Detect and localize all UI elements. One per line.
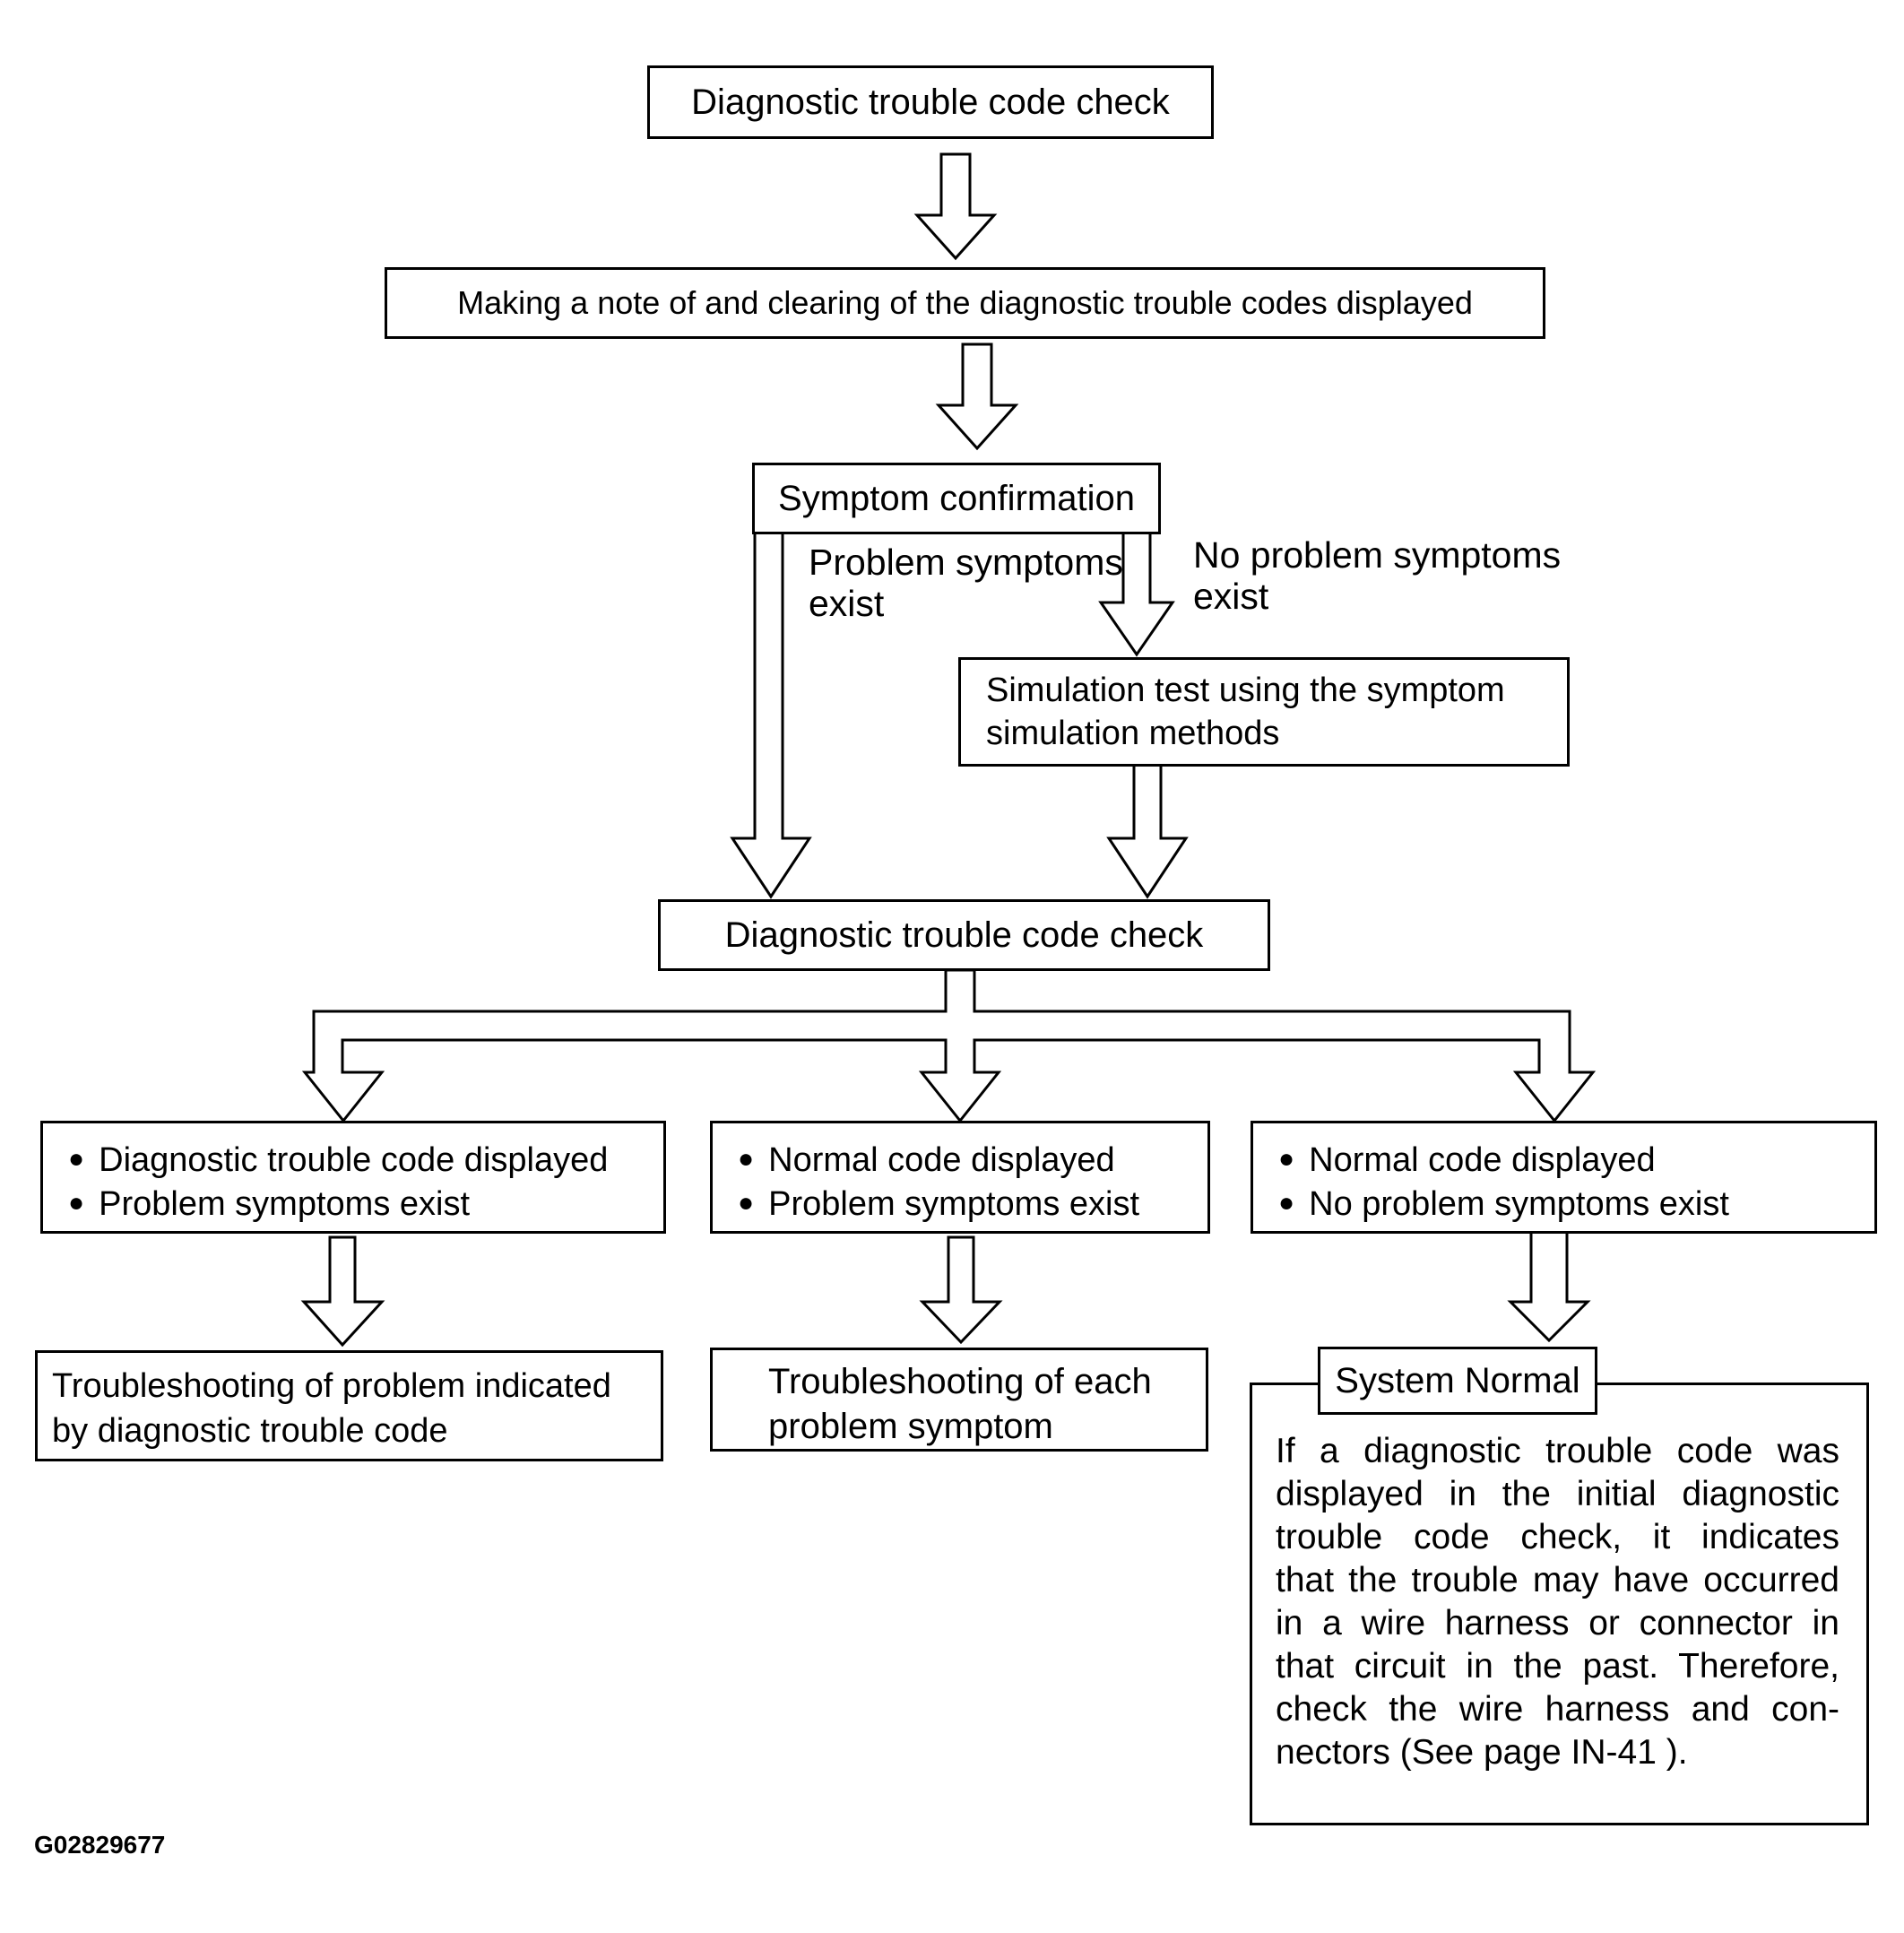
result-label-line: Troubleshooting of each bbox=[768, 1362, 1152, 1401]
step-label: Diagnostic trouble code check bbox=[724, 915, 1204, 955]
edge-label-problem-symptoms-exist: Problem symptoms exist bbox=[809, 542, 1123, 624]
result-troubleshoot-by-code: Troubleshooting of problem indicated by … bbox=[35, 1350, 663, 1461]
step-label: Diagnostic trouble code check bbox=[691, 82, 1170, 122]
edge-label-no-problem-symptoms-exist: No problem symptoms exist bbox=[1193, 534, 1561, 617]
arrow-outcome-middle-to-result bbox=[919, 1235, 1003, 1345]
arrow-outcome-left-to-result bbox=[300, 1235, 385, 1348]
result-label-line: Troubleshooting of problem indicated bbox=[52, 1367, 611, 1405]
bullet-icon: ● bbox=[68, 1144, 85, 1174]
bullet-icon: ● bbox=[1278, 1144, 1295, 1174]
edge-label-line: No problem symptoms bbox=[1193, 534, 1562, 576]
outcome-normal-code-no-symptoms: ● Normal code displayed ● No problem sym… bbox=[1251, 1121, 1877, 1234]
outcome-item: ● Normal code displayed bbox=[738, 1140, 1199, 1183]
bullet-icon: ● bbox=[738, 1188, 755, 1218]
note-line: that the trouble may have occurred bbox=[1276, 1561, 1839, 1599]
outcome-code-displayed-symptoms-exist: ● Diagnostic trouble code displayed ● Pr… bbox=[40, 1121, 666, 1234]
step-note-and-clear-codes: Making a note of and clearing of the dia… bbox=[385, 267, 1545, 339]
outcome-item: ● Problem symptoms exist bbox=[738, 1183, 1199, 1227]
step-symptom-confirmation: Symptom confirmation bbox=[752, 463, 1161, 534]
result-troubleshoot-each-symptom: Troubleshooting of each problem symptom bbox=[710, 1348, 1208, 1452]
note-line: check the wire harness and con- bbox=[1276, 1690, 1839, 1729]
arrow-step1-to-step2 bbox=[913, 152, 998, 261]
arrow-outcome-right-to-system-normal bbox=[1507, 1223, 1591, 1343]
bullet-icon: ● bbox=[738, 1144, 755, 1174]
step-diagnostic-code-check-1: Diagnostic trouble code check bbox=[647, 65, 1214, 139]
step-label: Symptom confirmation bbox=[778, 479, 1135, 518]
outcome-item-label: Problem symptoms exist bbox=[768, 1185, 1140, 1223]
outcome-item: ● Normal code displayed bbox=[1278, 1140, 1865, 1183]
outcome-item: ● Diagnostic trouble code displayed bbox=[68, 1140, 654, 1183]
step-simulation-test: Simulation test using the symptom simula… bbox=[958, 657, 1570, 767]
arrow-no-problem-to-simulation bbox=[1098, 531, 1175, 657]
arrow-step2-to-step3 bbox=[935, 342, 1019, 451]
connector-three-way-split bbox=[301, 968, 1597, 1123]
result-label-line: problem symptom bbox=[768, 1407, 1053, 1446]
outcome-item-label: Problem symptoms exist bbox=[99, 1185, 471, 1223]
note-line: that circuit in the past. Therefore, bbox=[1276, 1647, 1839, 1686]
outcome-item-label: Diagnostic trouble code displayed bbox=[99, 1141, 609, 1179]
bullet-icon: ● bbox=[68, 1188, 85, 1218]
edge-label-line: Problem symptoms bbox=[809, 542, 1123, 583]
bullet-icon: ● bbox=[1278, 1188, 1295, 1218]
system-normal-note-box: If a diagnostic trouble code was display… bbox=[1250, 1383, 1869, 1825]
result-label-line: by diagnostic trouble code bbox=[52, 1412, 448, 1450]
edge-label-line: exist bbox=[1193, 576, 1269, 617]
outcome-item-label: Normal code displayed bbox=[1309, 1141, 1656, 1179]
note-line: in a wire harness or connector in bbox=[1276, 1604, 1839, 1643]
note-line: displayed in the initial diagnostic bbox=[1276, 1475, 1839, 1513]
edge-label-line: exist bbox=[809, 583, 885, 624]
outcome-normal-code-symptoms-exist: ● Normal code displayed ● Problem sympto… bbox=[710, 1121, 1210, 1234]
step-label: Making a note of and clearing of the dia… bbox=[457, 284, 1473, 321]
outcome-item-label: Normal code displayed bbox=[768, 1141, 1115, 1179]
arrow-problem-symptoms-channel bbox=[730, 531, 812, 899]
step-diagnostic-code-check-2: Diagnostic trouble code check bbox=[658, 899, 1270, 971]
note-line: If a diagnostic trouble code was bbox=[1276, 1432, 1839, 1470]
outcome-item-label: No problem symptoms exist bbox=[1309, 1185, 1729, 1223]
step-label-line: simulation methods bbox=[986, 715, 1280, 752]
outcome-item: ● No problem symptoms exist bbox=[1278, 1183, 1865, 1227]
figure-id-caption: G02829677 bbox=[34, 1831, 166, 1859]
note-line: trouble code check, it indicates bbox=[1276, 1518, 1839, 1556]
step-label-line: Simulation test using the symptom bbox=[986, 672, 1505, 709]
outcome-item: ● Problem symptoms exist bbox=[68, 1183, 654, 1227]
note-line: nectors (See page IN-41 ). bbox=[1276, 1733, 1688, 1772]
result-label: System Normal bbox=[1335, 1361, 1580, 1400]
arrow-simulation-to-step4 bbox=[1106, 763, 1189, 899]
result-system-normal: System Normal bbox=[1318, 1347, 1597, 1415]
